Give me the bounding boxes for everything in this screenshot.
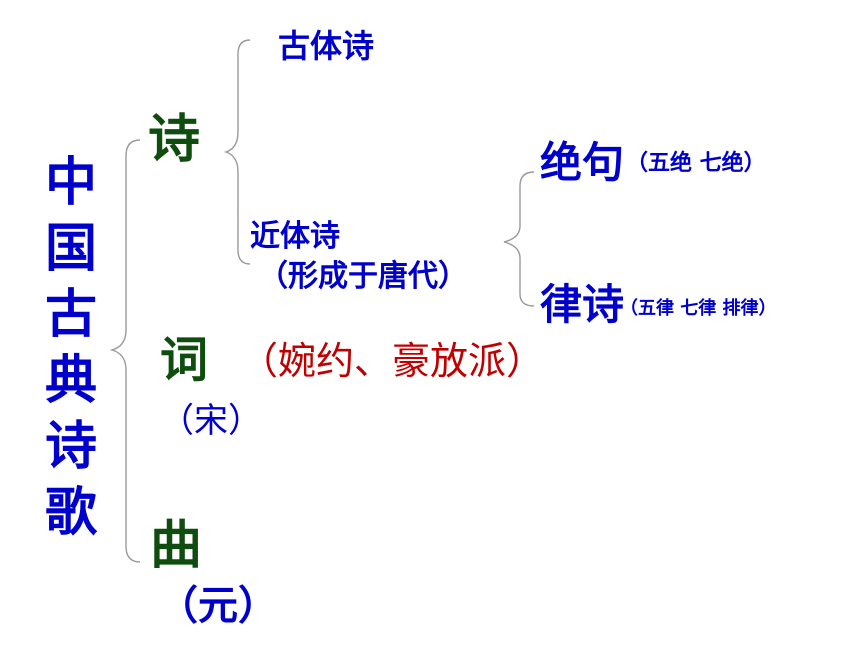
- jueju-note: （五绝 七绝）: [626, 151, 766, 176]
- shi-bracket: [223, 39, 251, 265]
- main-bracket: [109, 139, 141, 563]
- shi-label: 诗: [148, 110, 201, 170]
- ci-styles: （婉约、豪放派）: [240, 339, 545, 383]
- ci-era: （宋）: [160, 401, 262, 441]
- jueju-label: 绝句: [540, 138, 625, 187]
- root-char: 典: [44, 351, 97, 411]
- lvshi-label: 律诗: [540, 280, 625, 329]
- ci-label: 词: [160, 332, 209, 388]
- root-char: 古: [44, 285, 97, 345]
- root-char: 国: [44, 219, 97, 279]
- qu-era: （元）: [158, 583, 278, 629]
- jinti-note: （形成于唐代）: [258, 259, 468, 294]
- root-char: 诗: [44, 417, 97, 477]
- root-char: 中: [44, 153, 97, 213]
- guti-label: 古体诗: [278, 27, 375, 65]
- jinti-bracket: [503, 171, 535, 307]
- root-char: 歌: [44, 483, 97, 543]
- lvshi-note: （五律 七律 排律）: [620, 298, 777, 319]
- jinti-label: 近体诗: [250, 219, 340, 254]
- qu-label: 曲: [150, 516, 203, 576]
- root-title: 中 国 古 典 诗 歌: [40, 150, 102, 546]
